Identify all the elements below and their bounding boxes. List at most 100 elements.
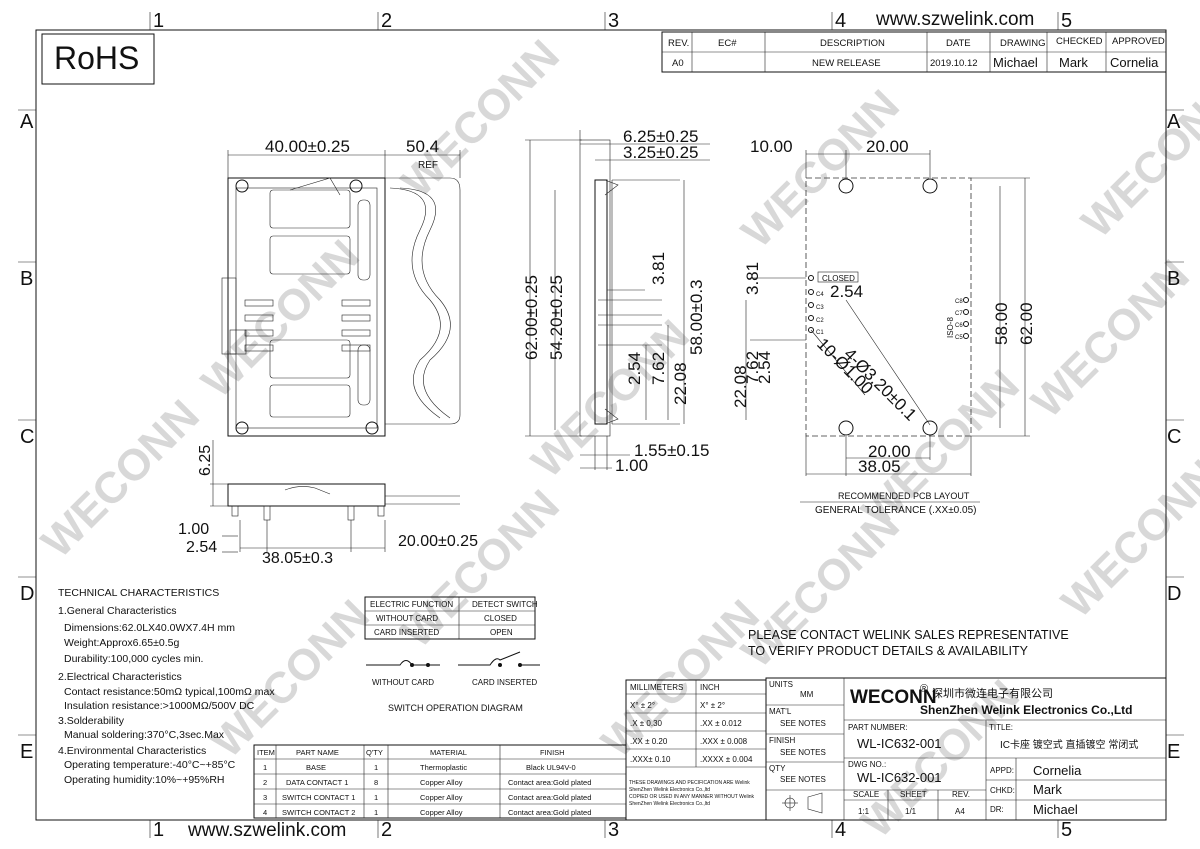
- tb-scale-label: SCALE: [853, 790, 879, 799]
- dim-bottom-254: 2.54: [186, 539, 217, 556]
- pcb-tolerance: GENERAL TOLERANCE (.XX±0.05): [815, 505, 976, 516]
- tech-line: Dimensions:62.0LX40.0WX7.4H mm: [64, 622, 235, 634]
- tb-dr: Michael: [1033, 802, 1078, 817]
- bom-header-item: ITEM: [257, 748, 275, 757]
- watermark: WECONN: [732, 81, 908, 257]
- projection-symbol-icon: [782, 792, 823, 814]
- dim-side-5800: 58.00±0.3: [687, 279, 706, 355]
- tol-cell: X° ± 2°: [630, 701, 655, 710]
- bom-cell: 1: [374, 763, 378, 772]
- tech-line: Operating humidity:10%~+95%RH: [64, 774, 225, 786]
- zone-col-3: 3: [608, 819, 619, 841]
- dim-side-100: 1.00: [615, 456, 648, 475]
- zone-col-4: 4: [835, 819, 846, 841]
- dim-side-254: 2.54: [625, 352, 644, 385]
- zone-ticks: [18, 12, 1184, 838]
- dim-pcb-2208: 22.08: [731, 365, 750, 408]
- switch-row-value: OPEN: [490, 628, 513, 637]
- tech-line: Insulation resistance:>1000MΩ/500V DC: [64, 700, 255, 712]
- zone-col-4: 4: [835, 10, 846, 32]
- switch-header-function: ELECTRIC FUNCTION: [370, 600, 453, 609]
- tol-cell: .XXX ± 0.008: [700, 737, 748, 746]
- pin-label: C5: [955, 335, 963, 341]
- zone-col-1: 1: [153, 10, 164, 32]
- tech-line: 1.General Characteristics: [58, 605, 176, 617]
- watermark: WECONN: [1072, 71, 1200, 247]
- bom-cell: 4: [263, 808, 267, 817]
- tb-dwg-label: DWG NO.:: [848, 760, 886, 769]
- tol-cell: .XXXX ± 0.004: [700, 755, 753, 764]
- zone-row-d: D: [20, 583, 34, 605]
- zone-row-b: B: [1167, 268, 1180, 290]
- zone-row-b: B: [20, 268, 33, 290]
- bom-cell: DATA CONTACT 1: [286, 778, 348, 787]
- rev-header-approved: APPROVED: [1112, 36, 1165, 47]
- tb-title-label: TITLE:: [989, 723, 1013, 732]
- dim-pcb-5800: 58.00: [992, 302, 1011, 345]
- pin-label: C6: [955, 323, 963, 329]
- switch-row-label: CARD INSERTED: [374, 628, 439, 637]
- zone-labels: 1 2 3 4 5 1 2 3 4 5 A B C D E A B C D E: [20, 10, 1181, 841]
- tb-part-number: WL-IC632-001: [857, 736, 942, 751]
- rev-header-rev: REV.: [668, 38, 689, 49]
- pin-label: C7: [955, 311, 963, 317]
- tb-matl: SEE NOTES: [780, 719, 826, 728]
- switch-label-without: WITHOUT CARD: [372, 678, 434, 687]
- dim-pcb-bottom1: 20.00: [868, 442, 911, 461]
- tb-company-en: ShenZhen Welink Electronics Co.,Ltd: [920, 703, 1132, 717]
- bom-cell: Contact area:Gold plated: [508, 778, 591, 787]
- tb-sheet-label: SHEET: [900, 790, 927, 799]
- dim-pcb-6200: 62.00: [1017, 302, 1036, 345]
- switch-row-label: WITHOUT CARD: [376, 614, 438, 623]
- switch-table: ELECTRIC FUNCTION DETECT SWITCH WITHOUT …: [364, 596, 538, 640]
- dim-front-ref: 50.4: [406, 137, 439, 156]
- bom-table: ITEM PART NAME Q'TY MATERIAL FINISH 1 BA…: [253, 744, 627, 819]
- tb-rev-label: REV.: [952, 790, 970, 799]
- tb-brand-reg: ®: [920, 683, 928, 695]
- tech-line: Weight:Approx6.65±0.5g: [64, 637, 179, 649]
- bom-cell: BASE: [306, 763, 326, 772]
- dim-pcb-254-top: 2.54: [830, 282, 863, 301]
- tol-disclaimer: THESE DRAWINGS AND PECIFICATION ARE Weli…: [629, 780, 750, 786]
- pin-label: C1: [816, 330, 824, 336]
- rev-checked-name: Mark: [1059, 55, 1088, 70]
- tb-brand: WECONN: [850, 687, 937, 708]
- watermark: WECONN: [192, 231, 368, 407]
- watermark: WECONN: [32, 391, 208, 567]
- zone-row-d: D: [1167, 583, 1181, 605]
- tech-line: Operating temperature:-40°C~+85°C: [64, 759, 236, 771]
- tb-finish-label: FINISH: [769, 736, 795, 745]
- switch-label-inserted: CARD INSERTED: [472, 678, 537, 687]
- inner-border: [35, 29, 1167, 821]
- tb-finish: SEE NOTES: [780, 748, 826, 757]
- tol-disclaimer: COPIED OR USED IN ANY MANNER WITHOUT Wel…: [629, 794, 755, 800]
- tb-units: MM: [800, 690, 814, 699]
- dim-pcb-top: 20.00: [866, 137, 909, 156]
- tb-matl-label: MAT'L: [769, 707, 792, 716]
- bom-cell: 2: [263, 778, 267, 787]
- rev-description: NEW RELEASE: [812, 58, 881, 69]
- dim-bottom-100: 1.00: [178, 521, 209, 538]
- tb-qty: SEE NOTES: [780, 775, 826, 784]
- tb-part-label: PART NUMBER:: [848, 723, 908, 732]
- bom-cell: Black UL94V-0: [526, 763, 576, 772]
- tb-units-label: UNITS: [769, 680, 793, 689]
- bom-cell: Contact area:Gold plated: [508, 808, 591, 817]
- tol-cell: .XX ± 0.20: [630, 737, 668, 746]
- bom-cell: Copper Alloy: [420, 808, 463, 817]
- zone-col-1: 1: [153, 819, 164, 841]
- dim-side-625: 6.25±0.25: [623, 127, 699, 146]
- zone-col-5: 5: [1061, 10, 1072, 32]
- bom-cell: Copper Alloy: [420, 793, 463, 802]
- watermark: WECONN: [202, 591, 378, 767]
- switch-header-detect: DETECT SWITCH: [472, 600, 538, 609]
- dim-bottom-20: 20.00±0.25: [398, 533, 478, 550]
- bom-header-finish: FINISH: [540, 748, 565, 757]
- switch-diagram: WITHOUT CARD CARD INSERTED SWITCH OPERAT…: [366, 651, 540, 713]
- watermark: WECONN: [392, 31, 568, 207]
- dim-pcb-254: 2.54: [755, 351, 774, 384]
- bottom-view: 6.25 1.00 2.54 38.05±0.3 20.00±0.25: [178, 440, 478, 567]
- website-bottom: www.szwelink.com: [187, 820, 346, 841]
- tech-line: 4.Environmental Characteristics: [58, 745, 206, 757]
- tech-line: Contact resistance:50mΩ typical,100mΩ ma…: [64, 686, 275, 698]
